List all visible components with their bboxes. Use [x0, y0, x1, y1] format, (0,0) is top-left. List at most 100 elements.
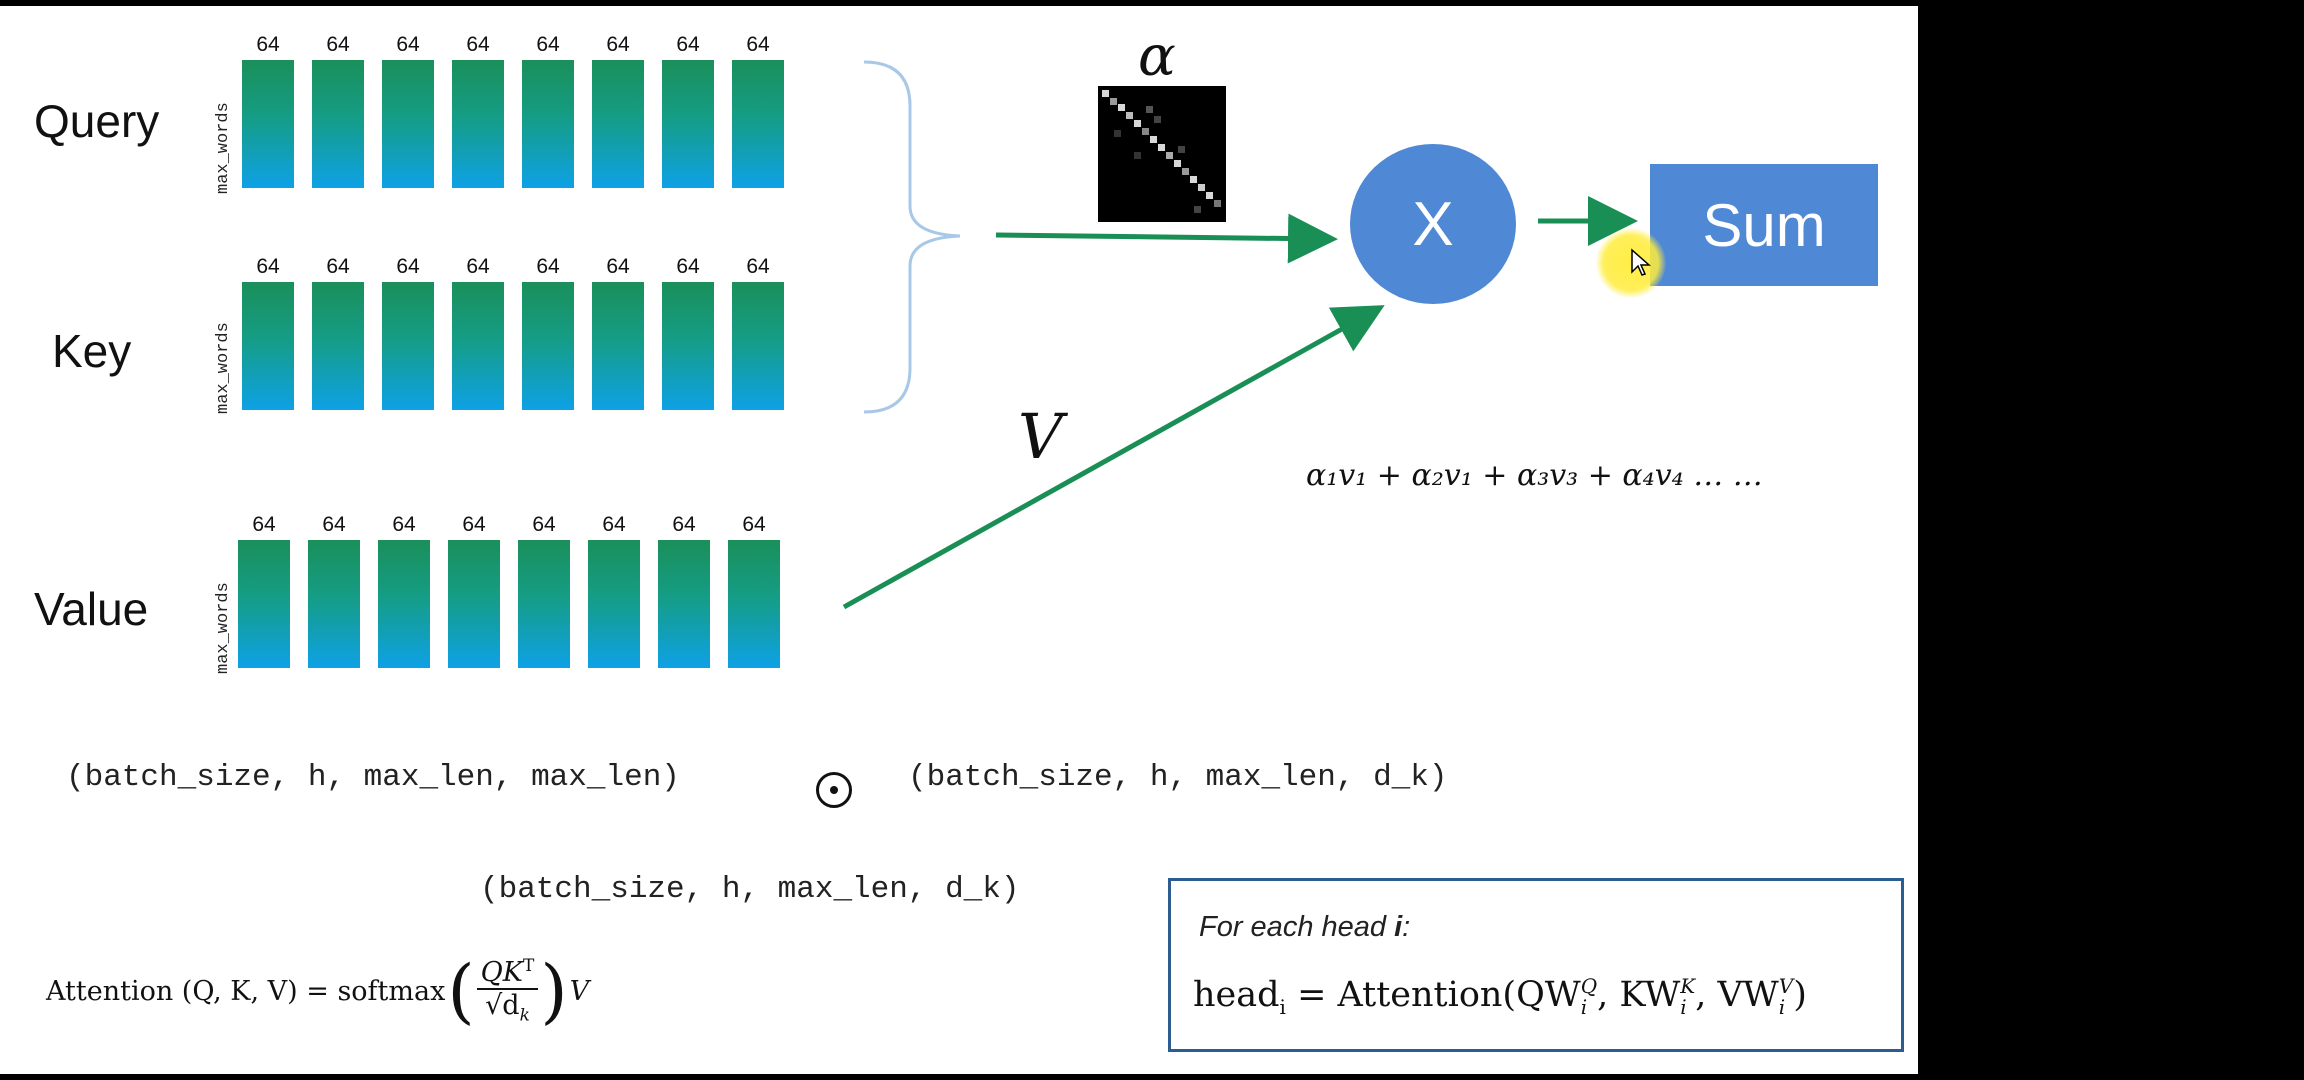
fraction-numerator: QKT [476, 956, 539, 991]
query-bar-3: 64 [452, 30, 504, 188]
query-bars: 64 64 64 64 64 64 64 64 [242, 30, 784, 188]
bar-label: 64 [536, 255, 560, 278]
bar [382, 60, 434, 188]
bar [382, 282, 434, 410]
w3-sub: i [1778, 994, 1786, 1019]
bar-label: 64 [462, 513, 486, 536]
bar [728, 540, 780, 668]
w2-pre: , KW [1597, 975, 1681, 1015]
bar-label: 64 [532, 513, 556, 536]
bar [378, 540, 430, 668]
formula-rest: = Attention(QW [1285, 975, 1581, 1015]
key-bar-2: 64 [382, 252, 434, 410]
value-bar-1: 64 [308, 510, 360, 668]
bar-label: 64 [326, 255, 350, 278]
bar [592, 282, 644, 410]
head-box-caption: For each head i: [1199, 911, 1410, 944]
key-bar-0: 64 [242, 252, 294, 410]
key-bar-7: 64 [732, 252, 784, 410]
v-symbol: V [1018, 400, 1063, 473]
key-bar-5: 64 [592, 252, 644, 410]
value-bars: 64 64 64 64 64 64 64 64 [238, 510, 780, 668]
w2-sub: i [1680, 994, 1687, 1019]
bar-label: 64 [396, 33, 420, 56]
bar [312, 282, 364, 410]
value-label: Value [34, 583, 149, 635]
bar [448, 540, 500, 668]
bar-label: 64 [602, 513, 626, 536]
paren-close: ) [540, 950, 568, 1032]
numerator-text: QK [480, 957, 523, 989]
bar-label: 64 [606, 255, 630, 278]
value-bar-0: 64 [238, 510, 290, 668]
connectors [842, 60, 1638, 610]
key-label: Key [52, 325, 132, 377]
bar-label: 64 [742, 513, 766, 536]
value-bar-3: 64 [448, 510, 500, 668]
bar-label: 64 [466, 33, 490, 56]
attention-formula-rhs: V [569, 975, 590, 1007]
query-bar-1: 64 [312, 30, 364, 188]
caption-suffix: : [1402, 911, 1411, 943]
denominator-sub: k [519, 1005, 530, 1026]
value-bar-6: 64 [658, 510, 710, 668]
bar-label: 64 [396, 255, 420, 278]
query-bar-7: 64 [732, 30, 784, 188]
bar-label: 64 [746, 255, 770, 278]
bar-label: 64 [322, 513, 346, 536]
key-bar-1: 64 [312, 252, 364, 410]
bar [452, 282, 504, 410]
value-bar-7: 64 [728, 510, 780, 668]
query-label: Query [34, 95, 160, 147]
w3-pre: , VW [1695, 975, 1779, 1015]
bar-label: 64 [536, 33, 560, 56]
shape-left: (batch_size, h, max_len, max_len) [66, 760, 680, 795]
bar-label: 64 [326, 33, 350, 56]
caption-prefix: For each head [1199, 911, 1395, 943]
fraction: QKT √dk [476, 956, 539, 1026]
bar-label: 64 [256, 255, 280, 278]
curly-brace [863, 60, 961, 414]
bar [662, 60, 714, 188]
bar [242, 60, 294, 188]
bar [732, 282, 784, 410]
query-bar-4: 64 [522, 30, 574, 188]
bar [238, 540, 290, 668]
bar [658, 540, 710, 668]
shape-right: (batch_size, h, max_len, d_k) [908, 760, 1448, 795]
bar-label: 64 [256, 33, 280, 56]
value-bar-5: 64 [588, 510, 640, 668]
head-sub: i [1279, 995, 1286, 1019]
bar [522, 282, 574, 410]
query-bar-6: 64 [662, 30, 714, 188]
value-bar-2: 64 [378, 510, 430, 668]
bar-label: 64 [676, 255, 700, 278]
bar [242, 282, 294, 410]
multiply-node: X [1350, 144, 1516, 304]
attention-formula: Attention (Q, K, V) = softmax ( QKT √dk … [46, 956, 589, 1026]
query-bar-2: 64 [382, 30, 434, 188]
head-word: head [1193, 975, 1280, 1015]
bar-label: 64 [676, 33, 700, 56]
slide: Query Key Value max_words max_words max_… [0, 6, 1918, 1074]
bar [732, 60, 784, 188]
attention-matrix-image [1098, 86, 1226, 222]
qk-arrow [995, 213, 1338, 264]
bar [522, 60, 574, 188]
bar [592, 60, 644, 188]
fraction-denominator: √dk [481, 990, 534, 1025]
bar-label: 64 [466, 255, 490, 278]
weighted-sum-expression: α₁v₁ + α₂v₁ + α₃v₃ + α₄v₄ … … [1306, 458, 1763, 493]
bar-label: 64 [746, 33, 770, 56]
formula-end: ) [1793, 975, 1807, 1015]
w3-sup: V [1778, 973, 1794, 998]
value-bar-4: 64 [518, 510, 570, 668]
sum-box-label: Sum [1702, 191, 1826, 259]
multiply-node-label: X [1412, 189, 1454, 259]
paren-open: ( [447, 950, 475, 1032]
